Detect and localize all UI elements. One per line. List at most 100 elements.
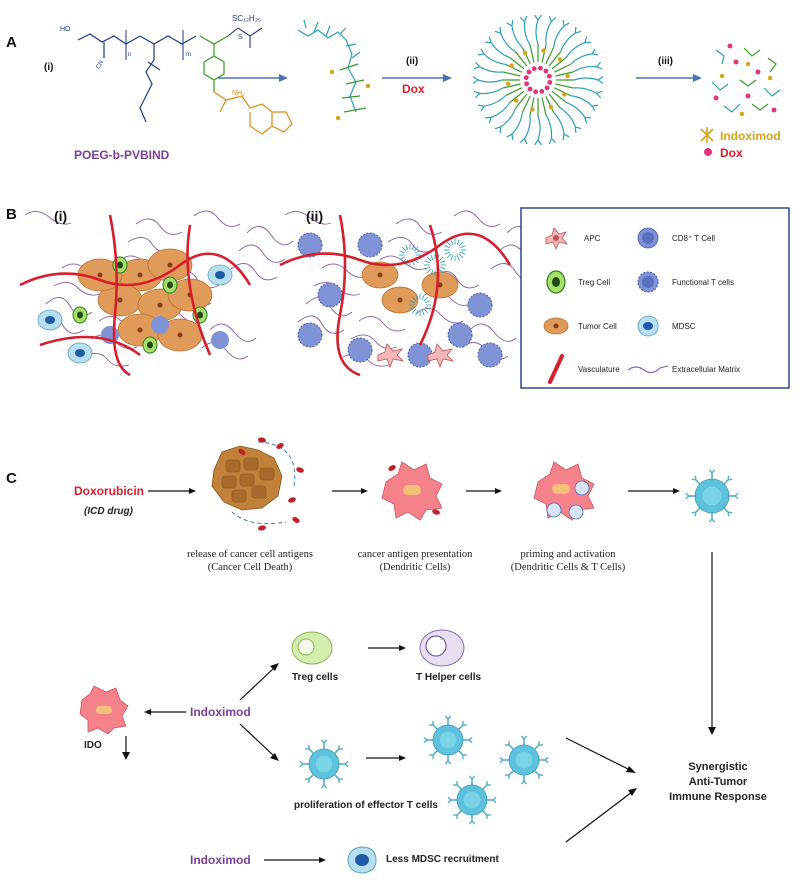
micelle-arm (572, 65, 597, 73)
outcome-line3: Immune Response (669, 791, 767, 803)
single-polymer-chain (297, 19, 367, 113)
micelle-indoximod-star (509, 63, 514, 68)
arrow-a-i-head (279, 74, 288, 82)
mini-micelle-arm (415, 310, 419, 316)
effector-t-cell-3 (499, 735, 549, 785)
blood-vessel (336, 214, 361, 377)
dashed-release-arc-1 (257, 441, 296, 487)
mini-micelle-arm (423, 308, 429, 314)
ecm-fiber (24, 211, 72, 225)
micelle-arm (511, 25, 523, 48)
micelle-arm-tip (584, 116, 591, 124)
micelle-arm (483, 53, 506, 65)
ecm-fiber (387, 237, 435, 253)
micelle-indoximod-star (513, 98, 519, 103)
antigen-fragments (238, 437, 304, 531)
micelle-dox-dot (531, 66, 537, 72)
dendritic-cell-presentation (381, 461, 443, 521)
ecm-fiber (453, 210, 501, 227)
micelle-indoximod-star (562, 92, 567, 97)
micelle-core-segment (521, 95, 531, 113)
functional-t-cell (347, 337, 373, 363)
micelle-arm-tip (574, 126, 582, 133)
t-cell-receptor (308, 748, 314, 754)
panel-b-sub-ii: (ii) (306, 208, 324, 224)
micelle-dox-dot (523, 75, 529, 81)
tumor-cell-nucleus (97, 272, 103, 278)
arrow-treg-helper-head (399, 645, 406, 651)
micelle-arm-tip (472, 76, 479, 84)
mini-micelle-arm (456, 255, 460, 261)
arrow-indoximod-effector-head (270, 753, 279, 761)
mini-micelle-arm (415, 250, 421, 254)
micelle-indoximod-star (548, 104, 554, 110)
blood-vessel (279, 232, 512, 267)
functional-t-cell (297, 232, 323, 258)
activated-t-cell (685, 469, 739, 523)
step-iii-label: (iii) (658, 56, 673, 67)
micelle-arm (500, 32, 516, 53)
caption-release-line1: release of cancer cell antigens (187, 549, 313, 560)
panel-a-letter: A (6, 34, 17, 51)
mini-micelle-arm (444, 251, 450, 255)
step-ii-reagent: Dox (402, 82, 425, 96)
arrow-effector-outcome (565, 737, 631, 771)
micelle-arm-tip (506, 133, 514, 141)
t-helper-cell (419, 629, 465, 667)
micelle-core-segment (529, 97, 535, 116)
ecm-fiber (284, 211, 332, 225)
mini-micelle-arm (430, 270, 434, 276)
t-cell-receptor-tip (520, 735, 528, 740)
mini-micelle-arm (438, 268, 444, 274)
t-cell-receptor (334, 748, 340, 754)
micelle-arm (490, 42, 511, 59)
polymer-structure (77, 30, 197, 123)
micelle-arm-tip (562, 19, 570, 27)
t-cell-nucleus (702, 486, 722, 506)
t-cell-receptor-tip (691, 511, 697, 517)
arrow-mdsc-outcome (565, 791, 633, 843)
mini-micelle (423, 253, 447, 277)
t-cell-receptor (534, 770, 540, 776)
micelle-arm (500, 107, 517, 128)
t-cell-receptor-tip (447, 796, 452, 804)
mini-micelle-arm (411, 296, 417, 302)
micelle-core-segment (555, 71, 574, 77)
mini-micelle (408, 293, 432, 317)
mini-micelle-arm (426, 268, 432, 274)
legend-symbols (543, 227, 669, 384)
cd8-t-cell (151, 316, 169, 334)
caption-priming-line1: priming and activation (520, 549, 616, 560)
micelle-arm-tip (596, 61, 603, 70)
mini-micelle-arm (446, 241, 452, 247)
caption-priming-line2: (Dendritic Cells & T Cells) (510, 562, 626, 573)
legend-ecm: Extracellular Matrix (672, 365, 741, 374)
mini-micelle-arm (411, 308, 417, 314)
tumor-cell-nucleus (377, 272, 383, 278)
treg-cells-label: Treg cells (292, 672, 339, 683)
t-cell-receptor (723, 479, 729, 485)
released-indoximod (719, 61, 773, 117)
t-cell-receptor-tip (305, 745, 310, 750)
t-cell-receptor-tip (520, 780, 528, 785)
mini-micelle-arm (458, 241, 464, 247)
t-cell-receptor (482, 784, 488, 790)
trithiocarbonate (227, 27, 263, 48)
micelle-arm-tip (591, 104, 599, 112)
mini-micelle-arm (409, 300, 415, 304)
micelle-arm (570, 95, 593, 107)
mini-micelle-arm (425, 306, 431, 310)
treg-nucleus (147, 341, 153, 349)
blood-vessel (19, 252, 252, 287)
micelle-core-segment (541, 44, 547, 63)
icd-drug-label: (ICD drug) (84, 506, 133, 517)
micelle-core-segment (529, 44, 535, 63)
apc-cell (377, 343, 405, 369)
arrow-indoximod-mdsc-head (319, 857, 326, 863)
ecm-fiber (246, 226, 294, 246)
chem-nh2: NH₂ (232, 90, 245, 97)
micelle-indoximod-star (506, 81, 511, 87)
arrow-c-down-head (708, 727, 716, 735)
micelle-arm-tip (494, 27, 502, 34)
mini-micelle-arm (424, 266, 430, 270)
